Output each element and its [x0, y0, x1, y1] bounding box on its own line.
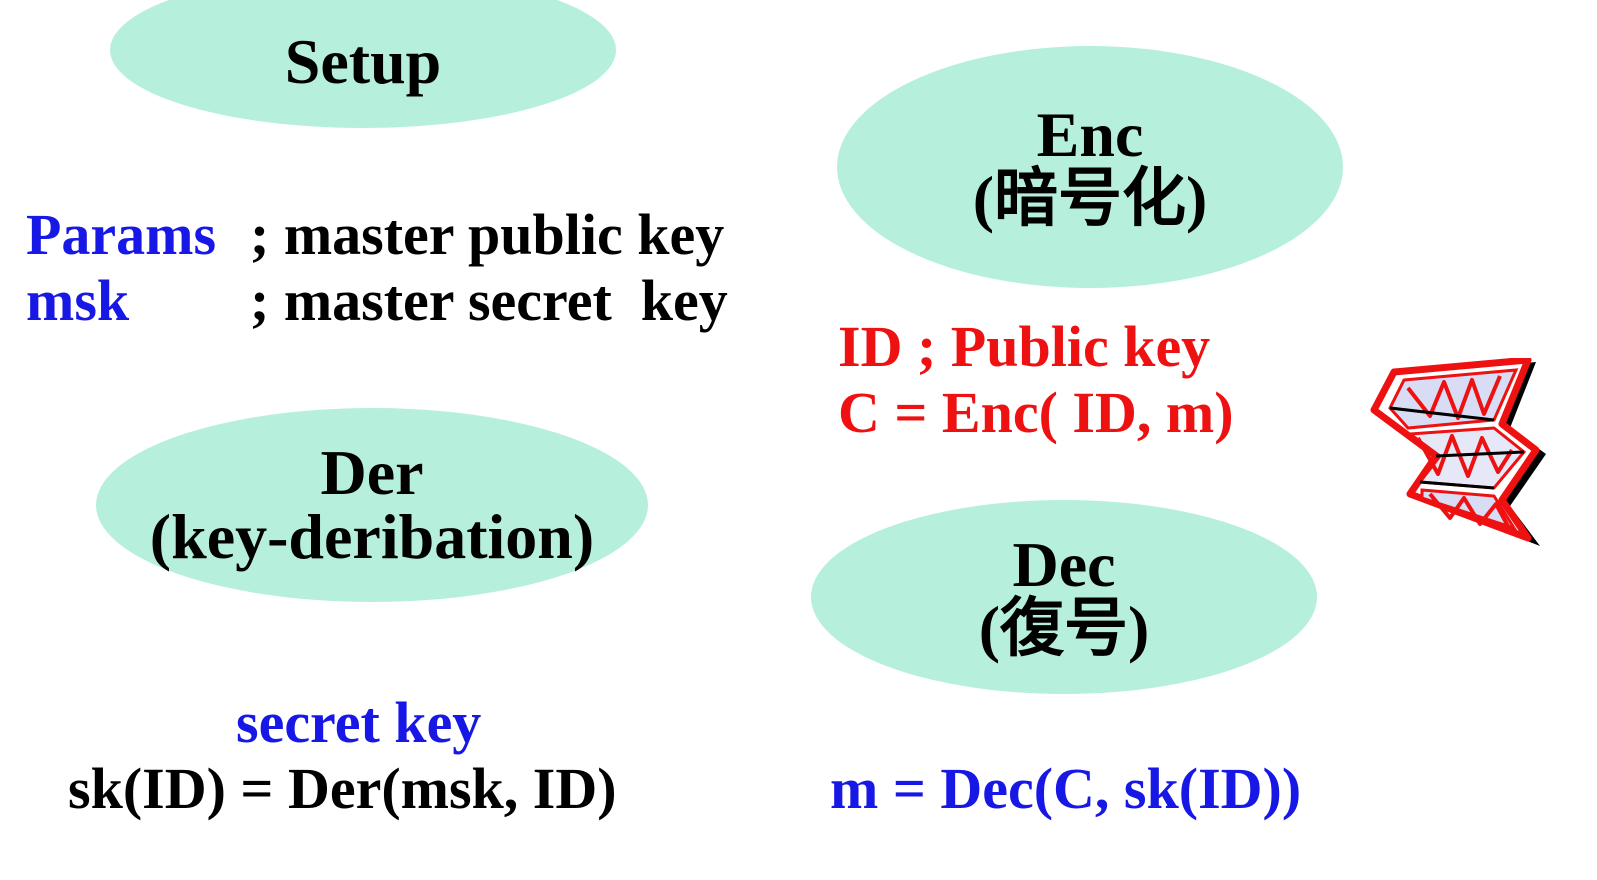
der-subtitle: (key-deribation)	[149, 501, 595, 572]
params-label: Params	[26, 202, 217, 267]
der-title: Der	[320, 437, 424, 508]
der-secret-key-label: secret key	[236, 690, 482, 755]
enc-subtitle: (暗号化)	[972, 163, 1208, 234]
enc-id-line: ID ; Public key	[838, 314, 1211, 379]
setup-title: Setup	[284, 26, 442, 97]
msk-description: ; master secret key	[250, 268, 728, 333]
enc-formula: C = Enc( ID, m)	[838, 380, 1234, 445]
dec-ellipse: Dec (復号)	[811, 500, 1317, 694]
der-ellipse: Der (key-deribation)	[96, 408, 648, 602]
enc-ellipse: Enc (暗号化)	[837, 46, 1343, 288]
document-icon	[1360, 356, 1556, 554]
enc-title: Enc	[1036, 99, 1144, 170]
dec-subtitle: (復号)	[978, 593, 1150, 664]
params-description: ; master public key	[250, 202, 725, 267]
msk-label: msk	[26, 268, 130, 333]
dec-formula: m = Dec(C, sk(ID))	[830, 756, 1302, 821]
params-row: Params; master public key	[26, 206, 724, 264]
setup-ellipse: Setup	[110, 0, 616, 128]
msk-row: msk; master secret key	[26, 272, 728, 330]
dec-title: Dec	[1012, 529, 1116, 600]
der-formula: sk(ID) = Der(msk, ID)	[68, 756, 617, 821]
